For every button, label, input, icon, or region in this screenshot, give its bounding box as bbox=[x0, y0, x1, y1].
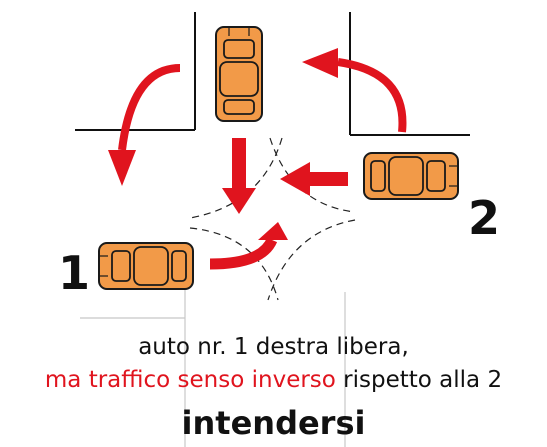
car-2-number: 2 bbox=[468, 191, 501, 245]
car-1-number: 1 bbox=[58, 246, 91, 300]
caption-line-2: ma traffico senso inverso rispetto alla … bbox=[0, 366, 547, 394]
car-2 bbox=[363, 152, 459, 200]
caption-line-1: auto nr. 1 destra libera, bbox=[138, 334, 409, 360]
arrow-top-left-turn bbox=[108, 64, 181, 186]
caption-line-2-highlight: ma traffico senso inverso bbox=[44, 367, 336, 393]
car-top bbox=[215, 26, 263, 122]
arrow-down-straight bbox=[222, 138, 256, 214]
road-lower-lines bbox=[80, 290, 346, 447]
dashed-turning-paths bbox=[189, 137, 356, 301]
diagram-title: intendersi bbox=[181, 404, 366, 442]
arrow-top-right-turn bbox=[302, 48, 407, 133]
arrow-left-straight bbox=[280, 162, 348, 196]
road-corner-top-right bbox=[349, 12, 470, 136]
caption-line-2-rest: rispetto alla 2 bbox=[335, 367, 503, 393]
arrow-car1-left-turn bbox=[209, 222, 288, 270]
car-1 bbox=[98, 242, 194, 290]
road-corner-top-left bbox=[75, 12, 196, 131]
